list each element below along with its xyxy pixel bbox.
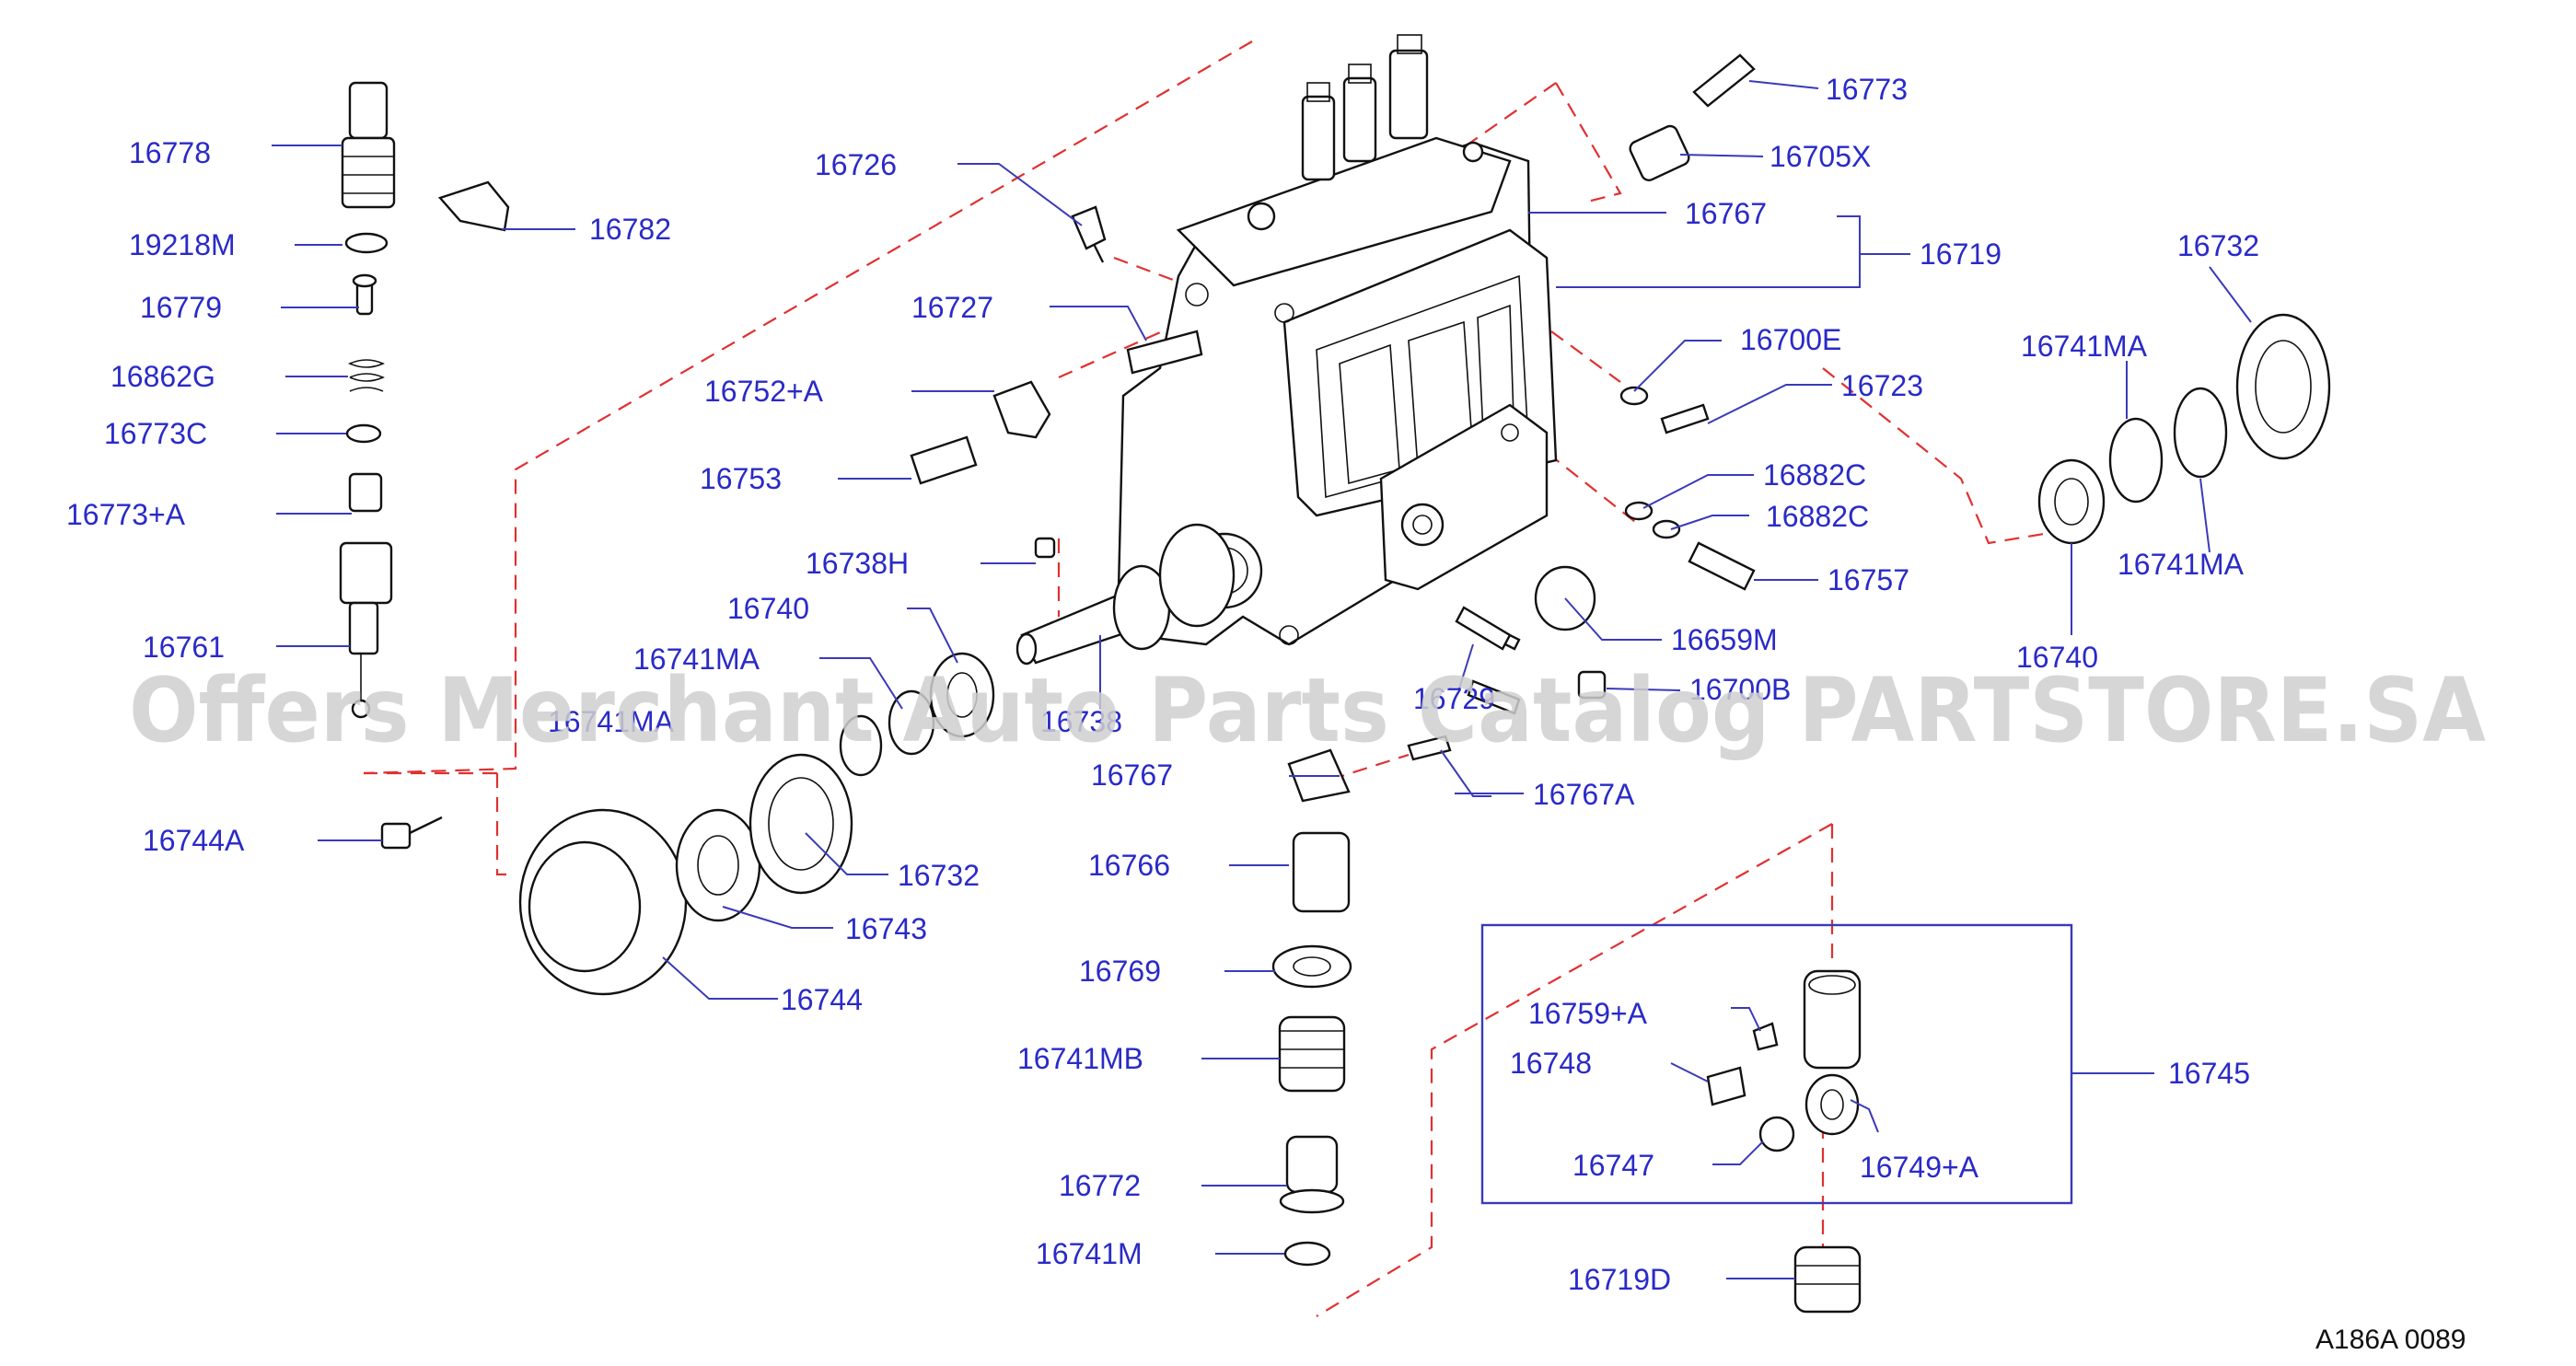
label-16700e: 16700E: [1740, 323, 1841, 356]
label-16705x: 16705X: [1770, 140, 1871, 173]
label-16700b: 16700B: [1689, 673, 1791, 706]
label-16782: 16782: [589, 213, 671, 246]
label-16745: 16745: [2168, 1057, 2250, 1090]
label-16882c-a: 16882C: [1763, 458, 1866, 492]
label-16779: 16779: [140, 291, 222, 324]
box-assembly-parts: [1706, 969, 1862, 1152]
left-column-parts: [339, 81, 510, 850]
label-16767a: 16767A: [1533, 778, 1635, 811]
watermark-text: Offers Merchant Auto Parts Catalog PARTS…: [129, 659, 2486, 762]
label-16773: 16773: [1826, 73, 1908, 106]
label-16769: 16769: [1079, 955, 1161, 988]
label-16741ma-right-b: 16741MA: [2118, 548, 2245, 581]
label-16729: 16729: [1413, 682, 1495, 715]
label-16732-right: 16732: [2177, 229, 2259, 262]
label-16744a: 16744A: [143, 824, 245, 857]
label-16732-left: 16732: [898, 859, 980, 892]
label-16766: 16766: [1088, 849, 1170, 882]
label-16744: 16744: [781, 983, 863, 1016]
label-16862g: 16862G: [110, 360, 215, 393]
drive-shaft: [1015, 523, 1236, 666]
pump-body: [1117, 34, 1558, 646]
diagram-code: A186A 0089: [2315, 1325, 2466, 1355]
part-16719D-plug: [1793, 1245, 1862, 1314]
assembly-16745-box: [1480, 923, 2073, 1205]
label-16723: 16723: [1841, 369, 1923, 402]
label-16773c: 16773C: [104, 417, 207, 450]
label-16753: 16753: [700, 462, 782, 495]
label-16767-top: 16767: [1685, 197, 1767, 230]
label-16741ma-left-a: 16741MA: [633, 642, 760, 676]
label-16741mb: 16741MB: [1017, 1042, 1143, 1075]
label-16747: 16747: [1572, 1149, 1654, 1182]
label-16772: 16772: [1059, 1169, 1141, 1202]
label-16773-plus-a: 16773+A: [66, 498, 186, 531]
label-16719: 16719: [1920, 237, 2002, 271]
label-16738h: 16738H: [806, 547, 909, 580]
label-16727: 16727: [911, 291, 993, 324]
right-side-parts: [1457, 53, 2331, 715]
label-16743: 16743: [845, 912, 927, 945]
label-16659m: 16659M: [1671, 623, 1778, 656]
label-16757: 16757: [1828, 563, 1909, 596]
label-16767-mid: 16767: [1091, 758, 1173, 792]
label-16752-plus-a: 16752+A: [704, 375, 824, 408]
label-16749-plus-a: 16749+A: [1860, 1151, 1979, 1184]
label-19218m: 19218M: [129, 228, 236, 261]
label-16741m: 16741M: [1036, 1237, 1143, 1270]
label-16778: 16778: [129, 136, 211, 169]
label-16726: 16726: [815, 148, 897, 181]
label-16882c-b: 16882C: [1766, 500, 1869, 533]
label-16719d: 16719D: [1568, 1263, 1671, 1296]
label-16740-left: 16740: [727, 592, 809, 625]
label-16761: 16761: [143, 631, 225, 664]
part-number-labels: 16778 19218M 16779 16862G 16773C 16773+A…: [66, 73, 2259, 1296]
label-16741ma-right-a: 16741MA: [2021, 330, 2148, 363]
label-16759-plus-a: 16759+A: [1528, 997, 1648, 1030]
leader-lines: [272, 80, 2252, 1279]
center-column-parts: [1271, 606, 1512, 1267]
upper-middle-parts: [910, 205, 1203, 485]
label-16748: 16748: [1510, 1047, 1592, 1080]
drive-flange-parts: [518, 537, 1056, 996]
label-16740-right: 16740: [2016, 641, 2098, 674]
label-16741ma-left-b: 16741MA: [548, 705, 675, 738]
label-16738: 16738: [1040, 705, 1122, 738]
